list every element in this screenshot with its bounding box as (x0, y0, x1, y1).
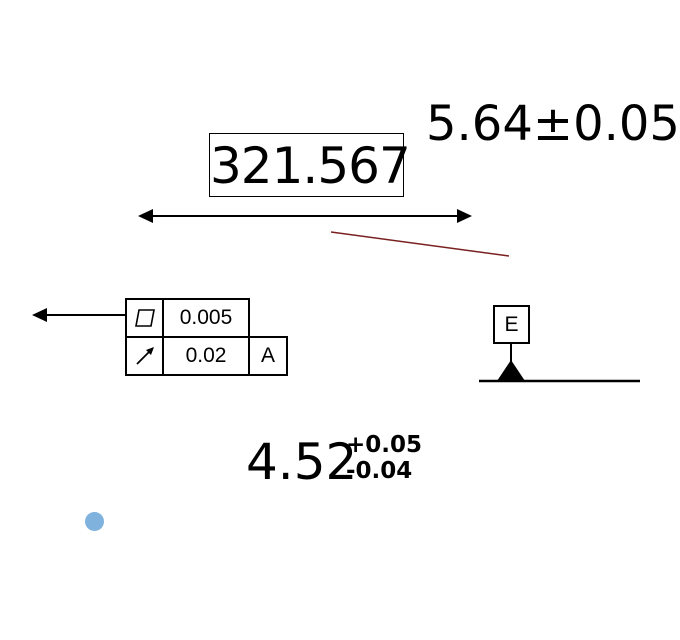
circular-runout-icon (135, 347, 154, 365)
dimension-line (138, 209, 472, 223)
basic-dimension-box: 321.567 (209, 133, 411, 197)
fcf-row1-tolerance-cell: 0.005 (162, 298, 250, 338)
fcf-row2-datum-cell: A (248, 336, 288, 376)
fcf-row2-tolerance: 0.02 (185, 344, 227, 367)
limit-upper-deviation: +0.05 (346, 432, 423, 458)
limit-nominal: 4.52 (246, 433, 358, 491)
basic-dimension-value: 321.567 (210, 137, 411, 195)
datum-triangle-icon (497, 360, 525, 381)
drawing-canvas: 321.567 5.64±0.05 0.005 0.02 A E (32, 96, 680, 531)
fcf-row2-symbol-cell (125, 336, 164, 376)
datum-label-box: E (493, 305, 530, 344)
fcf-row1-symbol-cell (125, 298, 164, 338)
fcf-row1-tolerance: 0.005 (179, 306, 233, 329)
leader-line (330, 231, 510, 257)
tolerance-value: 0.05 (573, 96, 680, 152)
arrowhead-right-icon (457, 209, 472, 223)
tolerance-nominal: 5.64 (426, 96, 533, 152)
fcf-row2-datum: A (260, 344, 275, 367)
tolerance-dimension: 5.64±0.05 (426, 96, 680, 152)
plus-minus-symbol: ± (532, 96, 574, 152)
feature-control-frame: 0.005 0.02 A (125, 298, 288, 376)
flatness-icon (134, 309, 155, 327)
fcf-leader-arrow (32, 308, 126, 322)
circle-dot-icon[interactable] (85, 512, 104, 531)
limit-lower-deviation: -0.04 (346, 458, 413, 484)
datum-label: E (504, 312, 519, 336)
arrowhead-left-icon (138, 209, 153, 223)
drawing-lines-layer (32, 209, 640, 383)
arrowhead-left-icon (32, 308, 47, 322)
fcf-row2-tolerance-cell: 0.02 (162, 336, 250, 376)
datum-feature-symbol (479, 344, 640, 383)
